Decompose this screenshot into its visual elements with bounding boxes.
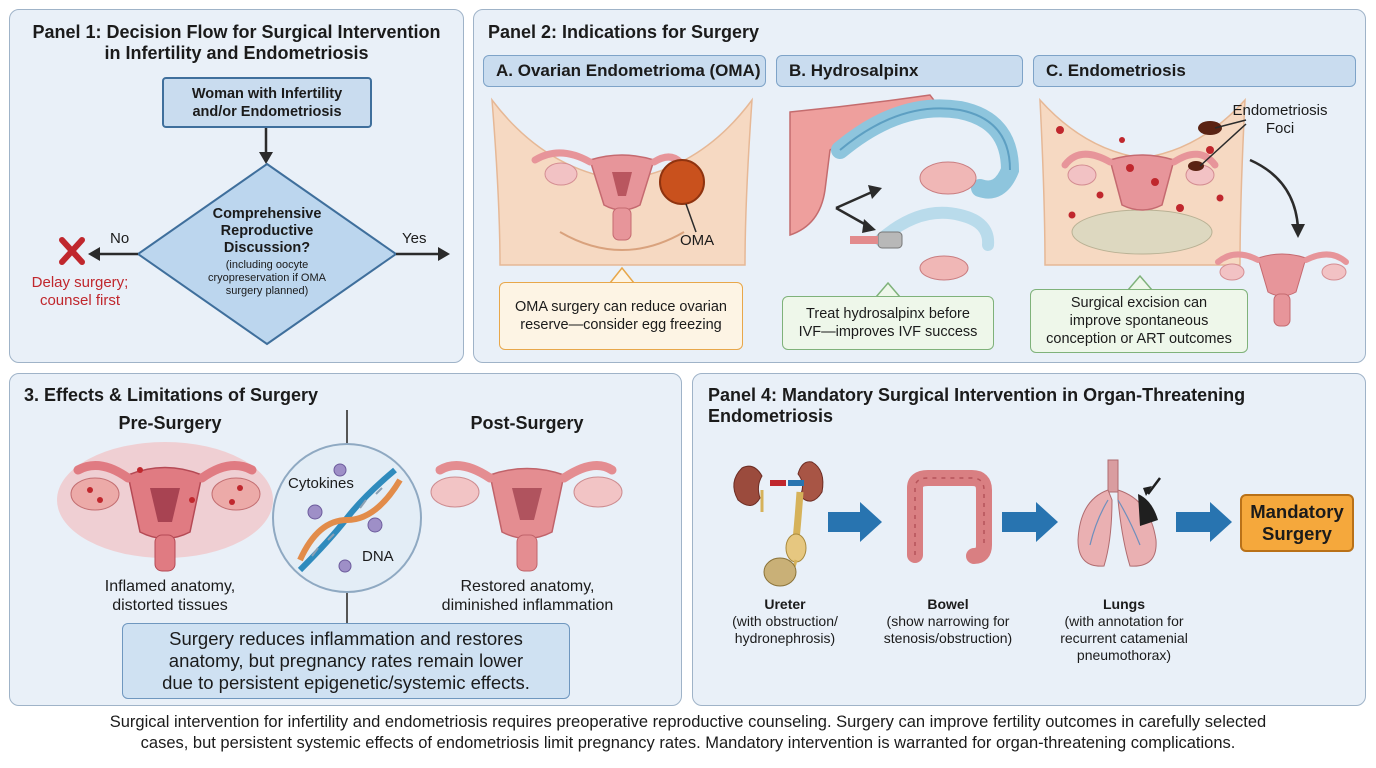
post-caption-line2: diminished inflammation — [441, 597, 614, 614]
caption-line1: Surgical intervention for infertility an… — [109, 713, 1267, 731]
hydrosalpinx-callout-line2: IVF—improves IVF success — [798, 324, 978, 340]
oma-pelvis-illustration — [491, 97, 753, 266]
ureter-note2: hydronephrosis) — [734, 630, 836, 646]
bowel-illustration — [907, 470, 992, 564]
flow-arrow-1 — [828, 502, 882, 542]
no-outcome: Delay surgery; counsel first — [10, 274, 150, 310]
oma-cyst — [659, 159, 705, 205]
decision-note1: (including oocyte — [225, 259, 309, 271]
decision-text: Comprehensive Reproductive Discussion? (… — [187, 206, 347, 298]
no-outcome-line1: Delay surgery; — [31, 274, 129, 291]
summary-line1: Surgery reduces inflammation and restore… — [169, 628, 523, 649]
panel2-title: Panel 2: Indications for Surgery — [488, 22, 760, 42]
panel4-title-line2: Endometriosis — [708, 406, 834, 426]
pre-caption-line1: Inflamed anatomy, — [104, 578, 236, 595]
no-outcome-line2: counsel first — [39, 292, 121, 309]
bowel-caption: Bowel (show narrowing for stenosis/obstr… — [866, 596, 1030, 647]
foci-label-line2: Foci — [1265, 120, 1295, 137]
lungs-caption: Lungs (with annotation for recurrent cat… — [1044, 596, 1204, 664]
flow-arrow-2 — [1002, 502, 1058, 542]
hydrosalpinx-callout: Treat hydrosalpinx before IVF—improves I… — [782, 296, 994, 350]
pre-surgery-caption: Inflamed anatomy, distorted tissues — [80, 577, 260, 615]
decision-line3: Discussion? — [223, 240, 311, 256]
ureter-caption: Ureter (with obstruction/ hydronephrosis… — [710, 596, 860, 647]
pre-caption-line2: distorted tissues — [112, 597, 228, 614]
no-label: No — [110, 230, 130, 247]
decision-diamond — [136, 162, 398, 346]
start-line2: and/or Endometriosis — [192, 103, 342, 120]
oma-label: OMA — [680, 232, 715, 249]
summary-line2: anatomy, but pregnancy rates remain lowe… — [168, 650, 524, 671]
hydrosalpinx-callout-line1: Treat hydrosalpinx before — [806, 306, 970, 322]
endometriosis-foci-label: Endometriosis Foci — [1220, 102, 1340, 138]
lungs-illustration — [1077, 459, 1161, 567]
ureter-illustration — [733, 461, 824, 587]
figure-caption: Surgical intervention for infertility an… — [0, 712, 1376, 754]
post-surgery-caption: Restored anatomy, diminished inflammatio… — [420, 577, 635, 615]
oma-callout-line1: OMA surgery can reduce ovarian — [515, 299, 727, 315]
panel3-title: 3. Effects & Limitations of Surgery — [24, 385, 319, 405]
endometriosis-illustration — [1039, 97, 1349, 327]
summary-line3: due to persistent epigenetic/systemic ef… — [162, 672, 530, 693]
pre-surgery-uterus — [57, 442, 273, 572]
endometriosis-callout-line3: conception or ART outcomes — [1046, 331, 1232, 347]
panel4-title-line1: Panel 4: Mandatory Surgical Intervention… — [708, 385, 1246, 405]
panel1-title-line2: in Infertility and Endometriosis — [104, 43, 369, 63]
flow-arrow-3 — [1176, 502, 1232, 542]
decision-line2: Reproductive — [220, 223, 314, 239]
hydrosalpinx-illustration — [789, 94, 1020, 281]
lungs-note1: (with annotation for — [1064, 613, 1184, 629]
decision-note3: surgery planned) — [225, 285, 309, 297]
endometriosis-callout-line1: Surgical excision can — [1070, 295, 1208, 311]
decision-note2: cryopreservation if OMA — [208, 272, 326, 284]
bowel-note1: (show narrowing for — [886, 613, 1010, 629]
start-line1: Woman with Infertility — [191, 85, 343, 102]
oma-callout-line2: reserve—consider egg freezing — [520, 317, 722, 333]
panel4-title: Panel 4: Mandatory Surgical Intervention… — [708, 385, 1348, 427]
yes-label: Yes — [402, 230, 427, 247]
ureter-note1: (with obstruction/ — [732, 613, 838, 629]
foci-label-line1: Endometriosis — [1232, 102, 1328, 119]
start-box: Woman with Infertility and/or Endometrio… — [162, 77, 372, 128]
reject-x-icon — [59, 237, 85, 265]
surgery-summary-box: Surgery reduces inflammation and restore… — [122, 623, 570, 699]
lungs-label: Lungs — [1103, 596, 1145, 612]
lungs-note2: recurrent catamenial — [1060, 630, 1188, 646]
cytokine-dna-illustration — [272, 443, 422, 593]
oma-callout: OMA surgery can reduce ovarian reserve—c… — [499, 282, 743, 350]
mandatory-line2: Surgery — [1262, 523, 1332, 544]
cytokines-label: Cytokines — [288, 475, 354, 492]
pre-surgery-title: Pre-Surgery — [118, 413, 222, 433]
endometriosis-callout-line2: improve spontaneous — [1069, 313, 1209, 329]
mandatory-surgery-box: Mandatory Surgery — [1240, 494, 1354, 552]
caption-line2: cases, but persistent systemic effects o… — [140, 734, 1236, 752]
post-caption-line1: Restored anatomy, — [460, 578, 595, 595]
post-surgery-uterus — [430, 461, 623, 572]
lungs-note3: pneumothorax) — [1076, 647, 1172, 663]
endometriosis-header: C. Endometriosis — [1033, 55, 1356, 87]
endometriosis-callout: Surgical excision can improve spontaneou… — [1030, 289, 1248, 353]
ureter-label: Ureter — [764, 596, 806, 612]
panel1-title: Panel 1: Decision Flow for Surgical Inte… — [9, 22, 464, 64]
oma-header: A. Ovarian Endometrioma (OMA) — [483, 55, 766, 87]
mandatory-line1: Mandatory — [1250, 501, 1344, 522]
hydrosalpinx-header: B. Hydrosalpinx — [776, 55, 1023, 87]
post-surgery-title: Post-Surgery — [470, 413, 584, 433]
panel1-title-line1: Panel 1: Decision Flow for Surgical Inte… — [32, 22, 441, 42]
dna-label: DNA — [362, 548, 394, 565]
bowel-note2: stenosis/obstruction) — [883, 630, 1013, 646]
decision-line1: Comprehensive — [212, 206, 322, 222]
bowel-label: Bowel — [927, 596, 969, 612]
